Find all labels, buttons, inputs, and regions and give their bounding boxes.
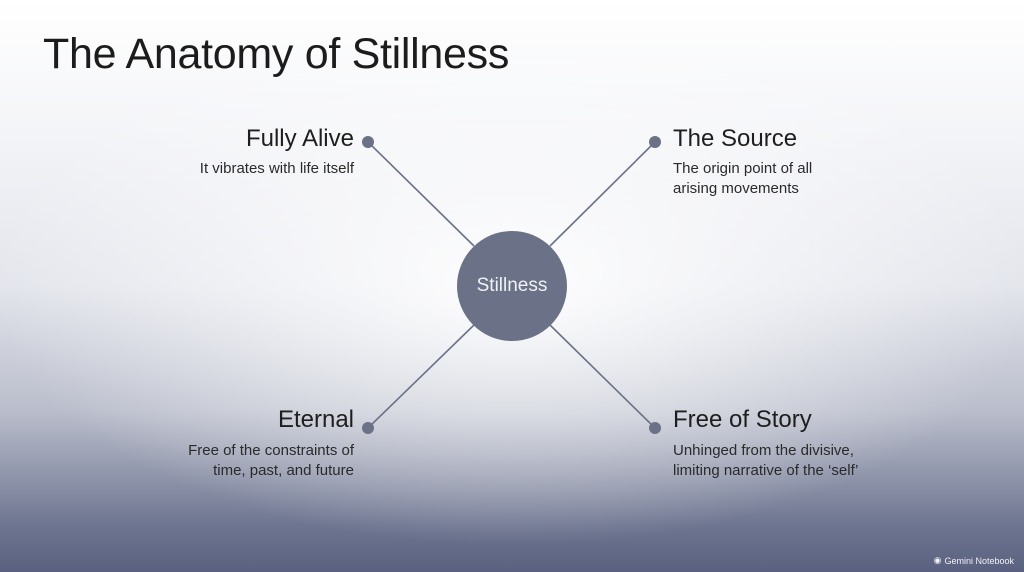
node-desc-free-of-story: Unhinged from the divisive, limiting nar… — [673, 441, 933, 481]
page-title: The Anatomy of Stillness — [43, 30, 510, 78]
dot-top-left — [362, 136, 374, 148]
dot-bottom-right — [649, 422, 661, 434]
notebook-icon: ◉ — [933, 555, 942, 565]
node-desc-line: time, past, and future — [213, 462, 354, 479]
center-node: Stillness — [457, 231, 567, 341]
node-desc-line: Free of the constraints of — [188, 442, 354, 459]
watermark-text: Gemini Notebook — [944, 555, 1014, 566]
node-title-free-of-story: Free of Story — [673, 406, 812, 433]
node-desc-line: It vibrates with life itself — [199, 160, 354, 177]
node-desc-line: The origin point of all — [673, 160, 813, 177]
node-desc-line: limiting narrative of the ‘self’ — [673, 462, 859, 479]
connector-top-left — [367, 141, 475, 247]
node-title-fully-alive: Fully Alive — [245, 125, 354, 152]
node-desc-line: arising movements — [673, 180, 799, 197]
node-desc-the-source: The origin point of all arising movement… — [673, 159, 913, 199]
node-title-the-source: The Source — [673, 125, 798, 152]
watermark: ◉ Gemini Notebook — [934, 555, 1014, 566]
node-title-eternal: Eternal — [277, 406, 354, 433]
connector-bottom-right — [549, 324, 656, 429]
dot-bottom-left — [362, 422, 374, 434]
connector-top-right — [549, 141, 656, 247]
node-desc-eternal: Free of the constraints of time, past, a… — [114, 441, 354, 481]
dot-top-right — [649, 136, 661, 148]
connector-bottom-left — [367, 324, 475, 429]
node-desc-fully-alive: It vibrates with life itself — [114, 159, 354, 179]
node-desc-line: Unhinged from the divisive, — [673, 442, 854, 459]
center-node-label: Stillness — [476, 275, 548, 296]
